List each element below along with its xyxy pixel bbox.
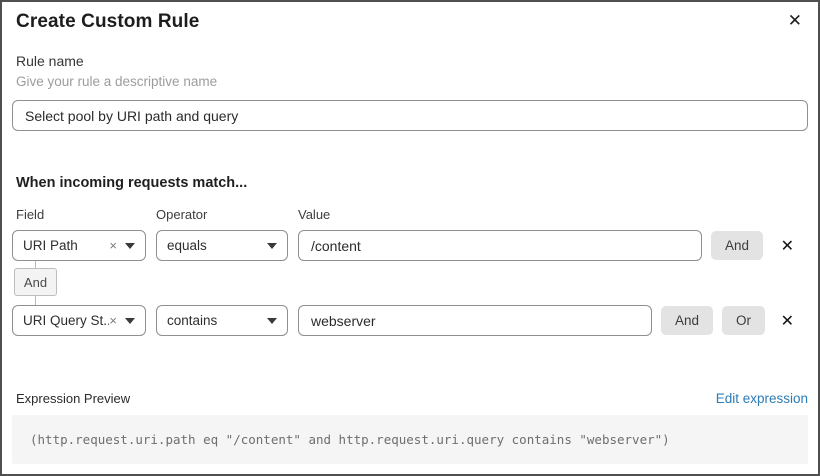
condition-connector: And [12, 261, 808, 305]
delete-row-1-icon[interactable]: ✕ [780, 235, 794, 255]
operator-select-2[interactable]: contains [156, 305, 288, 336]
field-select-2[interactable]: URI Query St... × [12, 305, 146, 336]
match-section-heading: When incoming requests match... [16, 175, 248, 191]
field-select-1[interactable]: URI Path × [12, 230, 146, 261]
connector-and-badge: And [14, 268, 57, 296]
field-select-1-controls: × [109, 239, 135, 252]
field-select-2-value: URI Query St... [23, 313, 110, 328]
rule-name-label: Rule name [16, 53, 84, 69]
operator-select-1[interactable]: equals [156, 230, 288, 261]
chevron-down-icon [267, 242, 277, 249]
chevron-down-icon [125, 242, 135, 249]
connector-line-bottom [35, 296, 36, 305]
chevron-down-icon [267, 317, 277, 324]
clear-icon[interactable]: × [109, 313, 117, 328]
rule-name-input[interactable] [12, 100, 808, 131]
operator-select-1-value: equals [167, 238, 207, 253]
or-button-row-2[interactable]: Or [722, 306, 766, 335]
close-icon[interactable]: ✕ [782, 11, 808, 32]
condition-row-1: URI Path × equals And ✕ [12, 230, 808, 261]
field-select-1-value: URI Path [23, 238, 78, 253]
operator-column-label: Operator [156, 207, 208, 222]
value-input-1[interactable] [298, 230, 702, 261]
value-input-2[interactable] [298, 305, 652, 336]
condition-row-2: URI Query St... × contains And Or ✕ [12, 305, 808, 336]
page-title: Create Custom Rule [16, 11, 200, 32]
clear-icon[interactable]: × [109, 238, 117, 253]
operator-select-2-value: contains [167, 313, 218, 328]
connector-line-top [35, 261, 36, 268]
delete-row-2-icon[interactable]: ✕ [780, 310, 794, 330]
expression-preview-code: (http.request.uri.path eq "/content" and… [12, 415, 808, 464]
field-column-label: Field [16, 207, 45, 222]
and-button-row-1[interactable]: And [711, 231, 764, 260]
rule-name-help-text: Give your rule a descriptive name [16, 74, 218, 89]
value-column-label: Value [298, 207, 331, 222]
chevron-down-icon [125, 317, 135, 324]
and-button-row-2[interactable]: And [661, 306, 714, 335]
edit-expression-link[interactable]: Edit expression [715, 391, 808, 406]
field-select-2-controls: × [109, 314, 135, 327]
expression-preview-header: Expression Preview Edit expression [12, 391, 808, 406]
dialog-header: Create Custom Rule ✕ [12, 2, 808, 33]
expression-preview-label: Expression Preview [16, 391, 131, 406]
column-labels: Field Operator Value [12, 207, 808, 222]
